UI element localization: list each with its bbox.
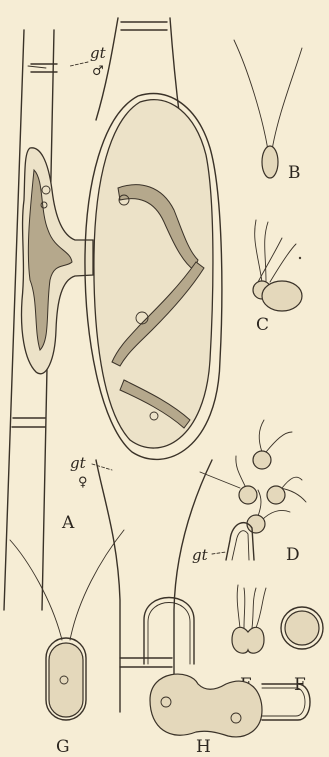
label-d: D — [286, 545, 300, 565]
label-female-symbol: ♀ — [78, 475, 88, 490]
zygospore-f-body — [285, 611, 319, 645]
gamete-c-large — [262, 281, 302, 311]
label-gt-male: gt — [90, 44, 107, 62]
gamete-e-pair — [232, 627, 264, 653]
gamete-b-body — [262, 146, 278, 178]
label-h: H — [196, 737, 211, 757]
gamete-h-body — [150, 674, 262, 737]
label-c: C — [256, 315, 269, 335]
figure-a: gt ♂ gt ♀ A — [4, 18, 222, 712]
figure-h: H — [144, 598, 310, 757]
figure-e: E — [232, 585, 266, 695]
label-g: G — [56, 737, 70, 757]
figure-d: gt D — [192, 420, 306, 565]
figure-g: G — [10, 530, 124, 757]
label-gt-d: gt — [192, 546, 209, 564]
figure-f: F — [281, 607, 323, 695]
gamete-d-3 — [267, 486, 285, 504]
label-gt-female: gt — [70, 454, 87, 472]
gamete-d-4 — [247, 515, 265, 533]
label-a: A — [61, 513, 75, 533]
figure-c: C — [253, 220, 302, 335]
label-f: F — [294, 675, 306, 695]
gamete-d-1 — [253, 451, 271, 469]
label-b: B — [288, 163, 301, 183]
figure-b: B — [234, 40, 302, 183]
gamete-g-body — [49, 643, 83, 717]
label-male-symbol: ♂ — [92, 64, 104, 79]
gamete-d-2 — [239, 486, 257, 504]
